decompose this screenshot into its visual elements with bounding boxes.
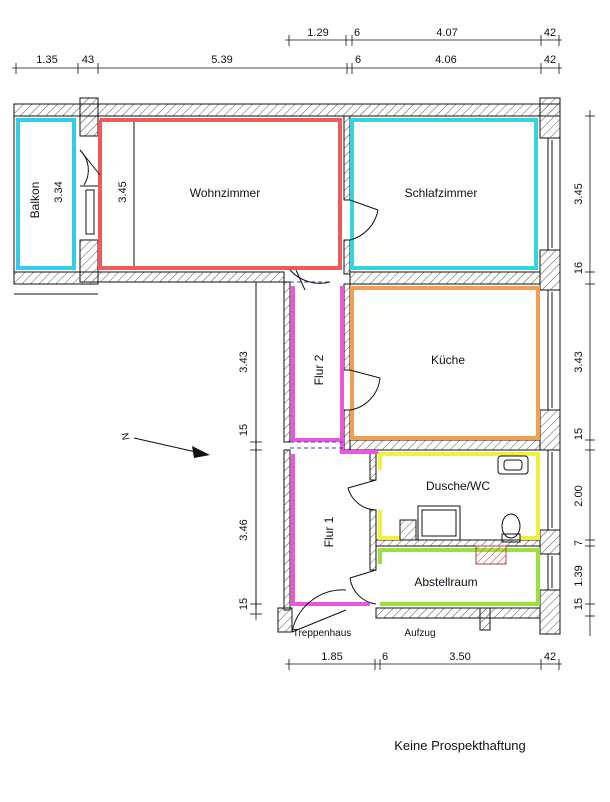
dim-bottom-d: 42 (544, 651, 556, 663)
dusche-outline-lower (378, 510, 400, 540)
bottom-dimension-line (285, 659, 562, 670)
dim-wohnzimmer-depth: 3.45 (117, 181, 129, 202)
sink-basin-icon (503, 459, 523, 471)
label-aufzug: Aufzug (404, 628, 435, 639)
dim-top2-c: 5.39 (211, 54, 232, 66)
dim-left-b: 15 (238, 424, 250, 436)
right-dimension-line (585, 110, 595, 636)
walls (13, 97, 561, 635)
dim-right-h: 15 (573, 598, 585, 610)
dim-balkon-depth: 3.34 (53, 181, 65, 202)
wohnzimmer-outline (98, 118, 342, 270)
shower-inner-icon (421, 509, 457, 537)
dim-right-g: 1.39 (573, 565, 585, 586)
shower-tray-icon (417, 505, 461, 541)
label-treppenhaus: Treppenhaus (293, 628, 352, 639)
room-label-kueche: Küche (431, 353, 465, 367)
dim-bottom-a: 1.85 (321, 651, 342, 663)
fixtures (133, 122, 553, 588)
dim-top2-e: 4.06 (435, 54, 456, 66)
dim-left-c: 3.46 (238, 519, 250, 540)
room-label-balkon: Balkon (28, 182, 42, 219)
dim-left-a: 3.43 (238, 351, 250, 372)
dim-top1-d: 42 (544, 27, 556, 39)
room-label-abstellraum: Abstellraum (414, 575, 477, 589)
dim-top2-f: 42 (544, 54, 556, 66)
flur1-outline (291, 454, 370, 606)
room-label-dusche: Dusche/WC (426, 479, 490, 493)
dim-top1-c: 4.07 (436, 27, 457, 39)
dim-right-a: 3.45 (573, 183, 585, 204)
dim-top1-b: 6 (354, 27, 360, 39)
kueche-outline (350, 286, 540, 440)
dim-right-b: 16 (573, 262, 585, 274)
left-dimension-line (250, 284, 262, 620)
dim-top2-a: 1.35 (36, 54, 57, 66)
flur2-outline (291, 286, 344, 442)
toilet-tank-icon (501, 533, 521, 543)
sink-icon (497, 455, 529, 475)
dim-right-f: 7 (573, 540, 585, 546)
shaft-icon (399, 519, 417, 541)
north-label: N (118, 432, 130, 441)
dim-right-c: 3.43 (573, 351, 585, 372)
dim-top2-b: 43 (82, 54, 94, 66)
dim-left-d: 15 (238, 598, 250, 610)
dim-right-d: 15 (573, 428, 585, 440)
dim-top2-d: 6 (355, 54, 361, 66)
abstellraum-outline (378, 548, 540, 606)
north-arrow-icon (133, 437, 210, 458)
disclaimer: Keine Prospekthaftung (394, 738, 526, 753)
toilet-icon (501, 513, 521, 539)
dim-bottom-c: 3.50 (449, 651, 470, 663)
top-dimension-row-1 (285, 35, 562, 46)
room-label-wohnzimmer: Wohnzimmer (190, 186, 260, 200)
schlafzimmer-outline (350, 118, 538, 270)
flur-connector (340, 440, 378, 454)
top-dimension-row-2 (12, 63, 562, 74)
chimney-icon (475, 545, 507, 565)
dim-right-e: 2.00 (573, 485, 585, 506)
dim-top1-a: 1.29 (307, 27, 328, 39)
room-label-flur1: Flur 1 (322, 516, 336, 547)
balkon-outline (16, 118, 76, 270)
doors (79, 149, 381, 633)
dim-bottom-b: 6 (382, 651, 388, 663)
room-label-schlafzimmer: Schlafzimmer (405, 186, 478, 200)
dusche-outline (378, 452, 540, 540)
room-label-flur2: Flur 2 (312, 354, 326, 385)
